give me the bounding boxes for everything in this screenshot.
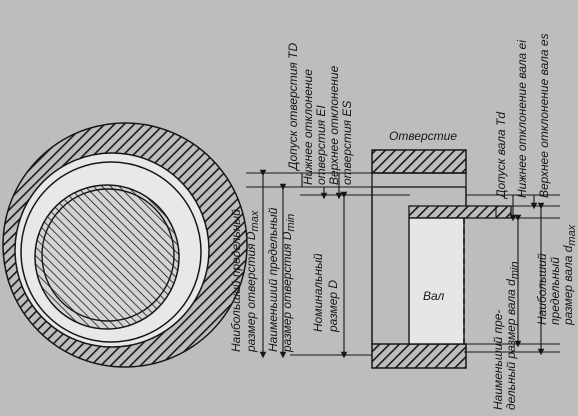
td-shaft-label: Допуск вала Td: [494, 112, 508, 200]
shaft-label: Вал: [423, 289, 445, 303]
shaft-dimension-lines: [495, 195, 545, 356]
ei-shaft-label: Нижнее отклонение вала ei: [515, 40, 529, 198]
dmin-label-line1: Наименьший предельный: [266, 207, 280, 352]
es-hole-label-1: Верхнее отклонение: [327, 65, 341, 185]
dmax-shaft-label-2: предельный: [548, 257, 562, 325]
hole-upper-wall: [371, 149, 467, 174]
dmax-label-line1: Наибольший предельный: [229, 209, 243, 352]
hole-tolerance-zone-top: [371, 172, 467, 188]
cross-section: [2, 122, 248, 368]
ei-hole-label-2: отверстия EI: [314, 105, 328, 185]
hole-body: Отверстие: [371, 129, 467, 369]
dmax-shaft-label-3: размер вала dmax: [561, 224, 578, 326]
dmin-shaft-label-1: Наименьший пре-: [491, 310, 505, 410]
shaft-body: Вал: [408, 205, 512, 345]
hole-bore-min: [20, 161, 202, 343]
nominal-label-1: Номинальный: [311, 253, 325, 332]
es-shaft-label: Верхнее отклонение вала es: [537, 33, 551, 198]
shaft-rect: [408, 217, 465, 345]
dmax-label-line2: размер отверстия Dmax: [244, 210, 261, 353]
td-hole-label: Допуск отверстия TD: [286, 43, 300, 172]
hole-label: Отверстие: [389, 129, 457, 143]
nominal-label-2: размер D: [326, 280, 340, 333]
hole-lower-wall: [371, 343, 467, 369]
hole-dimension-lines: [259, 169, 348, 359]
ei-hole-label-1: Нижнее отклонение: [301, 69, 315, 185]
shaft-section-max: [34, 184, 180, 330]
es-hole-label-2: отверстия ES: [340, 101, 354, 185]
shaft-section-min: [41, 188, 175, 322]
dmin-shaft-label-2: дельный размер вала dmin: [504, 261, 521, 410]
dmax-shaft-label-1: Наибольший: [535, 253, 549, 325]
dmin-label-line2: размер отверстия Dmin: [280, 214, 297, 353]
